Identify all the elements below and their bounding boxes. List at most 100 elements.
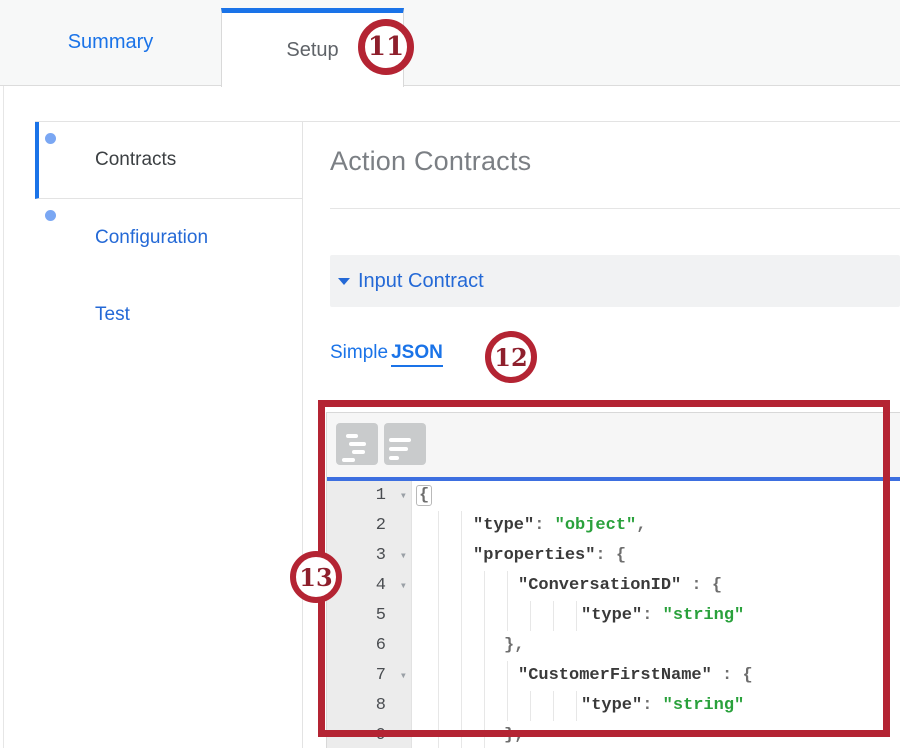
panel-top-border	[35, 121, 900, 122]
code-line: 6 ▾ },	[327, 631, 900, 661]
input-contract-header[interactable]: Input Contract	[330, 255, 900, 307]
line-gutter[interactable]: 1 ▾	[327, 481, 412, 511]
line-number: 7	[375, 666, 386, 685]
code-tokens: "ConversationID" : {	[518, 571, 722, 601]
code-token: "properties"	[473, 546, 596, 565]
code-content: "type": "string"	[412, 601, 900, 631]
line-gutter[interactable]: 8 ▾	[327, 691, 412, 721]
code-tokens: "type": "string"	[581, 601, 744, 631]
line-gutter[interactable]: 6 ▾	[327, 631, 412, 661]
sidebar-item-test[interactable]: Test	[35, 276, 302, 353]
line-number: 3	[375, 546, 386, 565]
code-line: 1 ▾ {	[327, 481, 900, 511]
indent-guides	[416, 511, 473, 541]
left-aligned-lines-icon	[384, 429, 426, 460]
code-token: :	[534, 516, 555, 535]
indent-guides	[416, 721, 504, 748]
code-area[interactable]: 1 ▾ { 2 ▾ "type": "object", 3 ▾ "propert…	[327, 481, 900, 748]
format-toggle: Simple JSON	[330, 342, 443, 367]
status-dot-icon	[45, 133, 56, 144]
line-gutter[interactable]: 5 ▾	[327, 601, 412, 631]
sidebar-item-label: Contracts	[95, 149, 177, 170]
code-line: 9 ▾ },	[327, 721, 900, 748]
annotation-circle-11: 11	[358, 19, 414, 75]
code-token: "ConversationID"	[518, 576, 682, 595]
code-tokens: {	[416, 481, 433, 511]
code-tokens: "type": "object",	[473, 511, 646, 541]
title-divider	[330, 208, 900, 209]
code-token: :	[642, 606, 663, 625]
editor-toolbar	[327, 413, 900, 477]
line-number: 2	[375, 516, 386, 535]
line-gutter[interactable]: 7 ▾	[327, 661, 412, 691]
code-tokens: "type": "string"	[581, 691, 744, 721]
code-content: "type": "string"	[412, 691, 900, 721]
fold-arrow-icon[interactable]: ▾	[399, 489, 407, 503]
sidebar-item-configuration[interactable]: Configuration	[35, 199, 302, 276]
editor-divider	[327, 477, 900, 481]
page-title: Action Contracts	[330, 146, 532, 176]
annotation-12-number: 12	[494, 342, 528, 372]
annotation-circle-12: 12	[485, 331, 537, 383]
annotation-13-number: 13	[299, 562, 333, 592]
sidebar-item-label: Test	[95, 303, 130, 325]
code-content: "CustomerFirstName" : {	[412, 661, 900, 691]
fold-arrow-icon[interactable]: ▾	[399, 549, 407, 563]
code-content: "ConversationID" : {	[412, 571, 900, 601]
toggle-simple-link[interactable]: Simple	[330, 342, 389, 363]
indent-guides	[416, 631, 504, 661]
line-number: 9	[375, 726, 386, 745]
code-token: "CustomerFirstName"	[518, 666, 712, 685]
code-line: 7 ▾ "CustomerFirstName" : {	[327, 661, 900, 691]
indent-guides	[416, 691, 581, 721]
sidebar-item-contracts[interactable]: Contracts	[35, 122, 302, 199]
annotation-circle-13: 13	[290, 551, 342, 603]
line-gutter[interactable]: 2 ▾	[327, 511, 412, 541]
fold-arrow-icon[interactable]: ▾	[399, 579, 407, 593]
tab-summary-label: Summary	[67, 31, 154, 53]
code-token: },	[504, 726, 525, 745]
setup-sidebar: Contracts Configuration Test	[35, 122, 302, 353]
code-tokens: },	[504, 721, 524, 748]
sidebar-item-label: Configuration	[95, 226, 209, 248]
line-gutter[interactable]: 9 ▾	[327, 721, 412, 748]
content-left-border	[3, 85, 4, 748]
code-token: "string"	[662, 606, 745, 625]
code-content: {	[412, 481, 900, 511]
fold-arrow-icon[interactable]: ▾	[399, 669, 407, 683]
line-number: 8	[375, 696, 386, 715]
tab-summary[interactable]: Summary	[0, 0, 221, 85]
line-number: 6	[375, 636, 386, 655]
code-content: "properties": {	[412, 541, 900, 571]
code-token: "string"	[662, 696, 745, 715]
toggle-json-link[interactable]: JSON	[391, 342, 443, 367]
compact-json-button[interactable]	[384, 423, 426, 465]
code-token: "type"	[473, 516, 535, 535]
sidebar-right-border	[302, 121, 303, 748]
code-line: 5 ▾ "type": "string"	[327, 601, 900, 631]
code-token: "object"	[554, 516, 637, 535]
code-token: : {	[681, 576, 723, 595]
code-content: "type": "object",	[412, 511, 900, 541]
staggered-lines-icon	[336, 427, 378, 462]
code-token: "type"	[581, 696, 643, 715]
code-line: 8 ▾ "type": "string"	[327, 691, 900, 721]
code-token: : {	[595, 546, 627, 565]
tab-setup-label: Setup	[286, 38, 339, 61]
line-gutter[interactable]: 4 ▾	[327, 571, 412, 601]
code-line: 4 ▾ "ConversationID" : {	[327, 571, 900, 601]
code-line: 3 ▾ "properties": {	[327, 541, 900, 571]
code-line: 2 ▾ "type": "object",	[327, 511, 900, 541]
code-tokens: },	[504, 631, 524, 661]
line-number: 1	[375, 486, 386, 505]
code-token: {	[416, 485, 433, 506]
line-gutter[interactable]: 3 ▾	[327, 541, 412, 571]
code-token: },	[504, 636, 525, 655]
code-token: : {	[711, 666, 753, 685]
format-json-button[interactable]	[336, 423, 378, 465]
code-token: ,	[636, 516, 647, 535]
indent-guides	[416, 541, 473, 571]
annotation-11-number: 11	[367, 32, 405, 62]
code-token: :	[642, 696, 663, 715]
